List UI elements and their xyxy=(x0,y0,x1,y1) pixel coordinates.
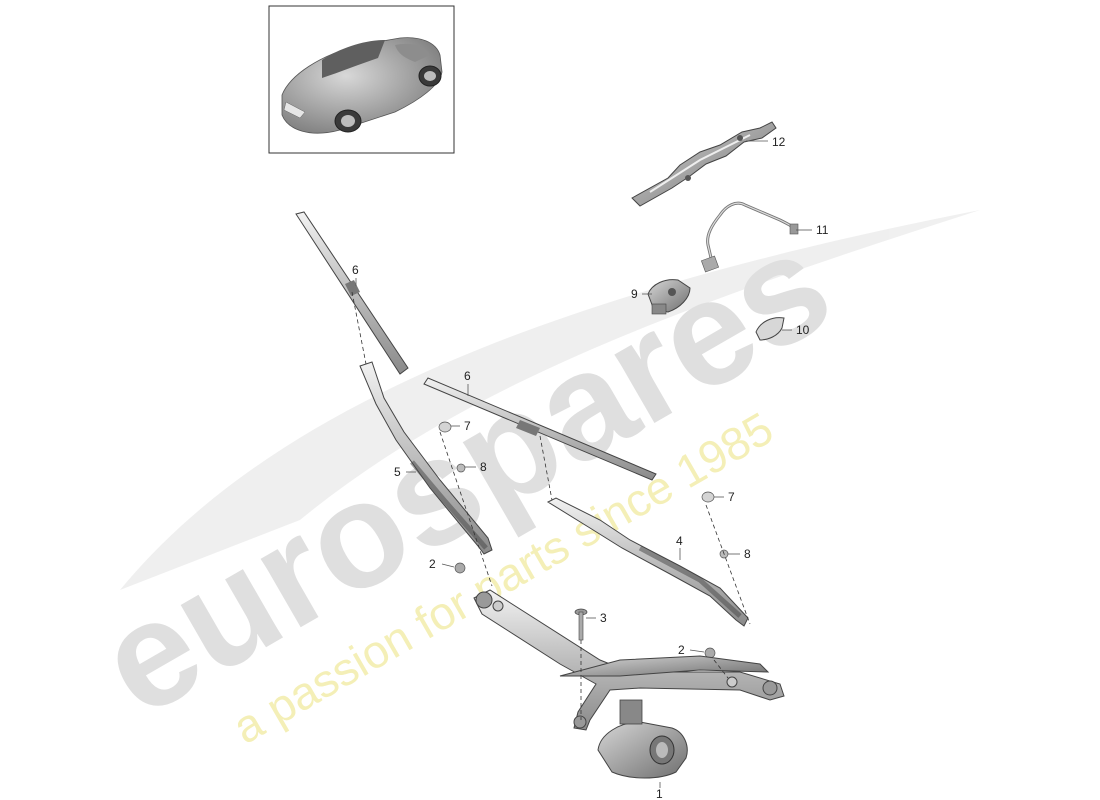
part-6-wiper-blade-right xyxy=(423,377,657,481)
part-12-hose-bracket xyxy=(631,121,777,207)
callout-labels: 12 11 10 9 6 6 7 8 5 7 4 8 2 3 2 1 xyxy=(352,135,829,800)
callout-5: 5 xyxy=(394,465,401,479)
callout-2-right: 2 xyxy=(678,643,685,657)
callout-8-left: 8 xyxy=(480,460,487,474)
callout-3: 3 xyxy=(600,611,607,625)
small-parts xyxy=(438,421,729,659)
part-8-nut-left xyxy=(456,463,466,473)
leader-lines xyxy=(355,140,812,788)
car-thumbnail xyxy=(268,5,455,154)
callout-6-left: 6 xyxy=(352,263,359,277)
part-7-cap-left xyxy=(438,421,452,433)
part-4-wiper-arm-right xyxy=(546,497,749,627)
wiper-motor xyxy=(597,699,688,779)
part-5-wiper-arm-left xyxy=(359,361,493,555)
watermark-swoosh xyxy=(120,210,980,590)
part-11-washer-hose xyxy=(700,201,799,273)
watermark: eurospares a passion for parts since 198… xyxy=(72,198,980,754)
part-7-cap-right xyxy=(701,491,715,503)
part-10-cap xyxy=(755,317,785,341)
callout-11: 11 xyxy=(816,223,829,237)
callout-2-left: 2 xyxy=(429,557,436,571)
callout-10: 10 xyxy=(796,323,810,337)
callout-7-right: 7 xyxy=(728,490,735,504)
callout-8-right: 8 xyxy=(744,547,751,561)
callout-1: 1 xyxy=(656,787,663,800)
callout-9: 9 xyxy=(631,287,638,301)
callout-6-right: 6 xyxy=(464,369,471,383)
callout-12: 12 xyxy=(772,135,786,149)
callout-4: 4 xyxy=(676,534,683,548)
callout-7-left: 7 xyxy=(464,419,471,433)
part-9-washer-nozzle xyxy=(647,279,691,315)
part-2-bolt-left xyxy=(454,562,466,574)
part-3-screw xyxy=(574,608,588,641)
car-thumbnail-icon xyxy=(281,37,443,134)
assembly-lines xyxy=(351,291,751,720)
part-1-wiper-linkage-motor xyxy=(473,589,785,779)
